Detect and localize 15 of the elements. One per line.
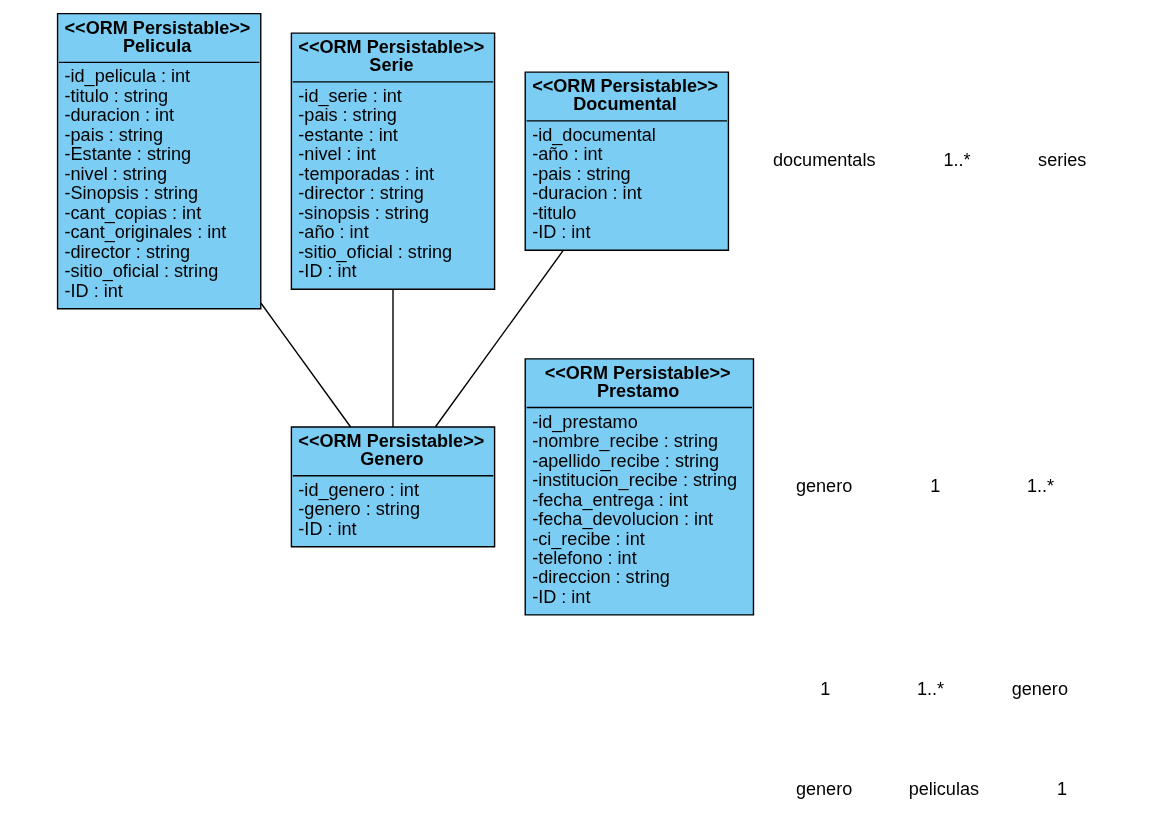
label: genero xyxy=(795,779,853,800)
label: genero xyxy=(795,475,853,496)
connector xyxy=(392,288,394,428)
label: 1 xyxy=(1056,779,1067,800)
label: genero xyxy=(1011,678,1068,699)
label: 1..* xyxy=(943,149,971,170)
label: peliculas xyxy=(908,779,980,800)
connector xyxy=(434,249,564,428)
label: 1..* xyxy=(1026,475,1055,496)
label: 1..* xyxy=(917,678,945,699)
label: series xyxy=(1038,149,1087,170)
label: 1 xyxy=(930,475,941,496)
label: 1 xyxy=(820,678,831,699)
label: documentals xyxy=(772,149,876,170)
connector xyxy=(260,302,352,428)
